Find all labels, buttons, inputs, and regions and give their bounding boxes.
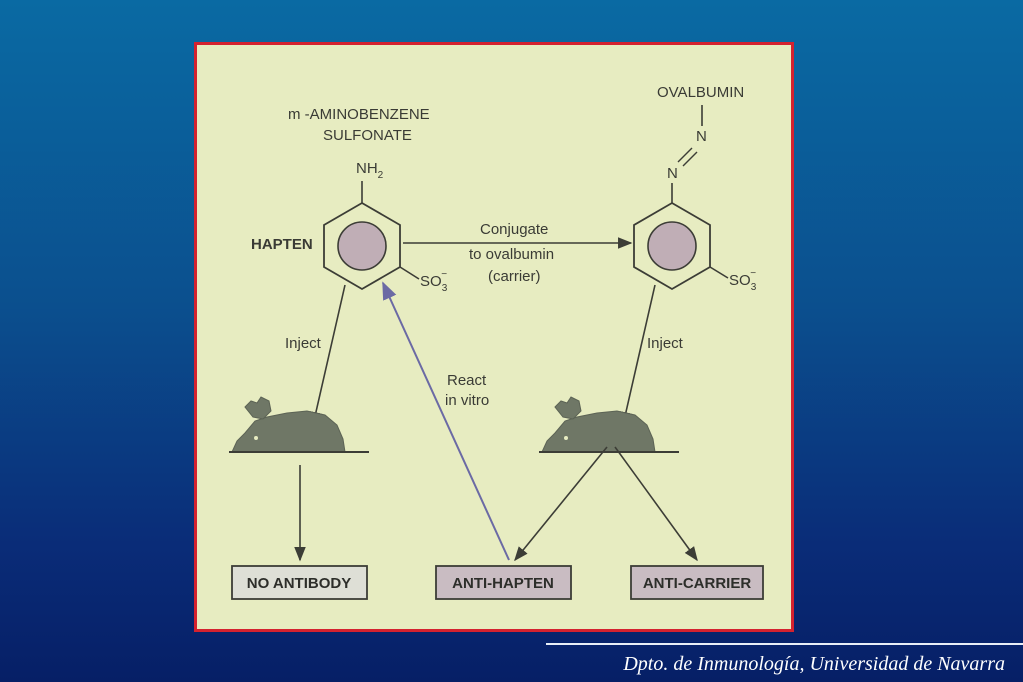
footer-divider (546, 643, 1023, 645)
ovalbumin-label: OVALBUMIN (657, 84, 744, 101)
no-antibody-box (231, 565, 368, 600)
no-antibody-text: NO ANTIBODY (247, 575, 351, 592)
conjugate-label-line1: Conjugate (480, 221, 548, 238)
conjugate-label-line2: to ovalbumin (469, 246, 554, 263)
anti-carrier-text: ANTI-CARRIER (643, 575, 751, 592)
hapten-carrier-diagram: m -AMINOBENZENE SULFONATE NH2 SO3− HAPTE… (229, 84, 764, 600)
left-inject-arrow (310, 284, 346, 427)
anti-carrier-arrow (614, 446, 698, 562)
anti-carrier-box (630, 565, 764, 600)
left-so3-bond (399, 266, 420, 280)
conjugate-label-line3: (carrier) (488, 268, 541, 285)
right-inject-arrow (620, 284, 656, 427)
right-ring-center (647, 221, 697, 271)
left-so3-label: SO3− (420, 269, 448, 294)
hapten-label: HAPTEN (251, 236, 313, 253)
react-label-line2: in vitro (445, 392, 489, 409)
right-n-top: N (696, 128, 707, 145)
anti-hapten-box (435, 565, 572, 600)
right-mouse-icon (541, 396, 656, 453)
left-mouse-icon (231, 396, 346, 453)
right-benzene-ring (633, 201, 711, 291)
right-so3-label: SO3− (729, 268, 757, 293)
right-inject-label: Inject (647, 335, 684, 352)
anti-hapten-text: ANTI-HAPTEN (452, 575, 554, 592)
left-title-line1: m -AMINOBENZENE (288, 106, 430, 123)
right-n-bottom: N (667, 165, 678, 182)
left-nh2-label: NH2 (356, 160, 384, 181)
left-ring-center (337, 221, 387, 271)
left-title-line2: SULFONATE (323, 127, 412, 144)
anti-hapten-arrow (514, 446, 608, 562)
right-so3-bond (709, 266, 729, 279)
diagram-panel: m -AMINOBENZENE SULFONATE NH2 SO3− HAPTE… (194, 42, 794, 632)
react-in-vitro-arrow (382, 281, 510, 561)
footer-credit: Dpto. de Inmunología, Universidad de Nav… (623, 653, 1005, 675)
left-inject-label: Inject (285, 335, 322, 352)
left-benzene-ring (323, 201, 401, 291)
azo-double-bond-a (677, 147, 693, 163)
react-label-line1: React (447, 372, 487, 389)
azo-double-bond-b (682, 151, 698, 167)
